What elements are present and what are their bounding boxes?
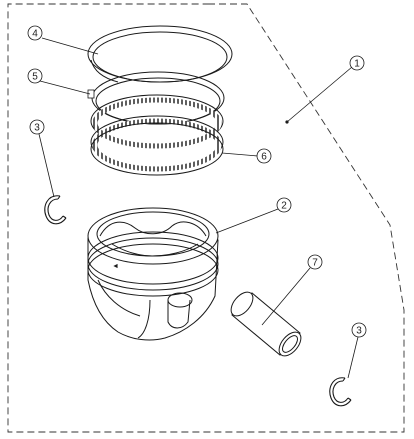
compression-ring-top <box>87 25 233 83</box>
callout-2-label: 2 <box>281 201 287 212</box>
callout-4: 4 <box>27 25 43 41</box>
oil-control-ring <box>90 94 224 176</box>
compression-ring-second <box>87 71 225 125</box>
callout-2: 2 <box>276 197 292 213</box>
piston-pin <box>230 291 302 357</box>
leader-lines <box>38 37 359 379</box>
callout-5-label: 5 <box>32 72 38 83</box>
leader-7 <box>261 267 311 326</box>
piston: ◄ <box>87 207 219 341</box>
leader-3b <box>347 336 359 379</box>
svg-text:◄: ◄ <box>112 263 119 270</box>
callout-4-label: 4 <box>32 29 38 40</box>
assembly-boundary <box>7 3 405 433</box>
callout-5: 5 <box>27 68 43 84</box>
callout-3-left: 3 <box>29 119 45 135</box>
callout-1-label: 1 <box>354 59 360 70</box>
callout-7: 7 <box>307 254 323 270</box>
callout-7-label: 7 <box>312 258 318 269</box>
callout-3-left-label: 3 <box>34 123 40 134</box>
leader-4 <box>41 37 99 55</box>
leader-5 <box>39 80 91 95</box>
callout-6-label: 6 <box>261 152 267 163</box>
leader-1 <box>286 66 353 123</box>
leader-2 <box>215 208 279 234</box>
circlip-left <box>44 195 67 225</box>
callout-6: 6 <box>256 148 272 164</box>
leader-3a <box>38 133 55 198</box>
callout-3-right: 3 <box>351 322 367 338</box>
callout-1: 1 <box>349 55 365 71</box>
circlip-right <box>329 377 352 407</box>
leader-1-dot <box>285 120 289 124</box>
leader-6 <box>221 152 259 157</box>
callout-3-right-label: 3 <box>356 326 362 337</box>
